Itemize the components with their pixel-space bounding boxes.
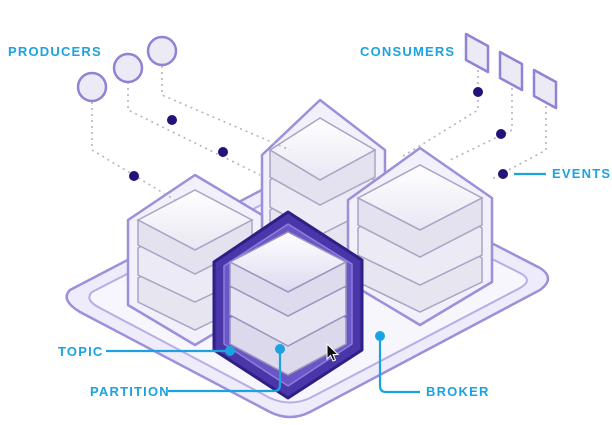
- producers-label: PRODUCERS: [8, 44, 102, 59]
- event-dots: [129, 87, 508, 181]
- mouse-pointer-icon: [326, 343, 340, 362]
- consumer-icon: [464, 32, 490, 74]
- partition-stack-front: [228, 231, 348, 376]
- event-dot: [473, 87, 483, 97]
- partition-label: PARTITION: [90, 384, 170, 399]
- callout-dots: [225, 331, 385, 356]
- broker-label: BROKER: [426, 384, 490, 399]
- dotted-connections: [91, 66, 547, 201]
- topic-callout-dot: [225, 346, 235, 356]
- broker-node-front: [212, 210, 364, 400]
- partition-stack-right: [356, 164, 484, 313]
- producer-icon: [146, 35, 178, 67]
- broker-leader-line: [378, 336, 420, 394]
- partition-leader-line: [168, 349, 282, 393]
- consumer-icon: [498, 50, 524, 92]
- callouts: [106, 172, 546, 394]
- event-dot: [129, 171, 139, 181]
- event-dot: [498, 169, 508, 179]
- events-label: EVENTS: [552, 166, 612, 181]
- partition-callout-dot: [275, 344, 285, 354]
- consumer-icon: [532, 68, 558, 110]
- producers: [76, 35, 178, 103]
- broker-node-right: [346, 146, 494, 327]
- event-dot: [218, 147, 228, 157]
- event-dot: [496, 129, 506, 139]
- producer-icon: [76, 71, 108, 103]
- consumers-label: CONSUMERS: [360, 44, 456, 59]
- event-dot: [167, 115, 177, 125]
- producer-icon: [112, 52, 144, 84]
- consumers: [464, 32, 558, 110]
- topic-label: TOPIC: [58, 344, 104, 359]
- broker-callout-dot: [375, 331, 385, 341]
